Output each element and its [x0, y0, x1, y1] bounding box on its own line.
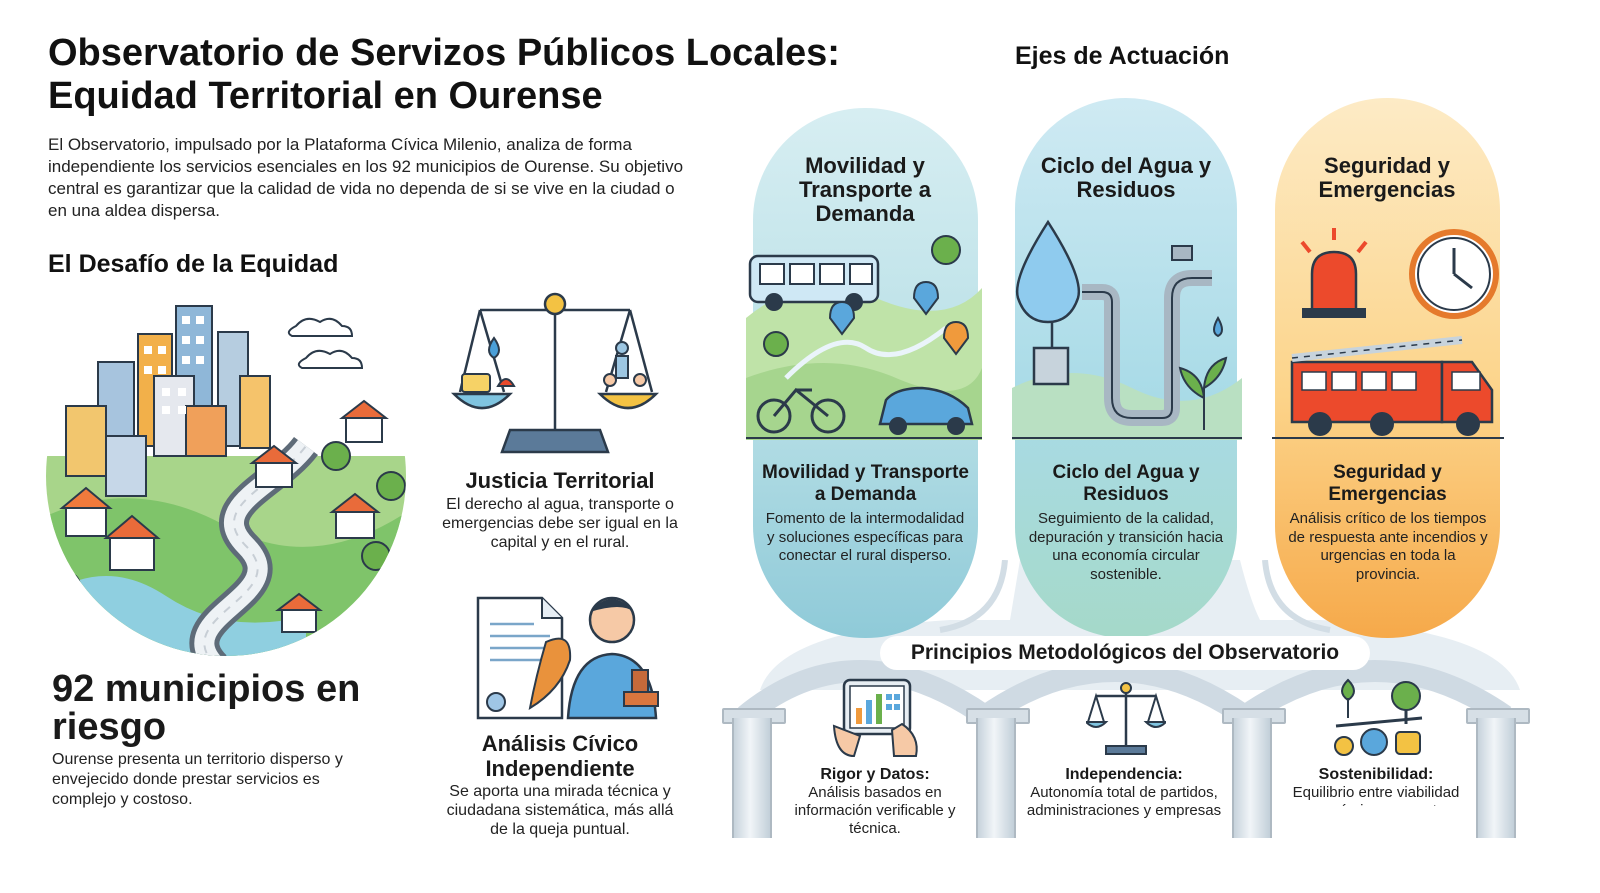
justice-text: El derecho al agua, transporte o emergen… [442, 496, 678, 551]
independence-scale-icon [1086, 682, 1166, 755]
axes-heading: Ejes de Actuación [1015, 42, 1230, 70]
civic-text: Se aporta una mirada técnica y ciudadana… [446, 783, 674, 838]
pillar [1476, 718, 1516, 838]
city-rural-illustration [46, 296, 406, 656]
mobility-icon [746, 235, 982, 440]
title-line-2: Equidad Territorial en Ourense [48, 75, 603, 117]
water-cycle-icon [1012, 219, 1242, 440]
stat-heading: 92 municipios en riesgo [52, 668, 361, 748]
pillar [976, 718, 1016, 838]
sustainability-icon [1334, 678, 1423, 756]
principles-heading: Principios Metodológicos del Observatori… [910, 641, 1340, 664]
security-icon [1272, 228, 1504, 439]
axis-water-text: Seguimiento de la calidad, depuración y … [1028, 510, 1224, 583]
pillar [1232, 718, 1272, 838]
principle-sustainability-title: Sostenibilidad: [1318, 766, 1434, 783]
axis-mobility-text: Fomento de la intermodalidad y solucione… [765, 510, 965, 564]
challenge-heading: El Desafío de la Equidad [48, 250, 339, 278]
axis-water-title: Ciclo del Agua y Residuos [1052, 462, 1200, 505]
axis-security-top-title: Seguridad y Emergencias [1318, 153, 1456, 202]
principles-arches [738, 660, 1512, 720]
title-line-1: Observatorio de Servizos Públicos Locale… [48, 32, 840, 74]
tablet-data-icon [832, 678, 918, 758]
axis-security-title: Seguridad y Emergencias [1328, 462, 1447, 505]
civic-analysis-icon [476, 596, 659, 720]
principle-independence-text: Autonomía total de partidos, administrac… [1026, 784, 1222, 819]
axis-water-top-title: Ciclo del Agua y Residuos [1040, 153, 1212, 202]
page-title: Observatorio de Servizos Públicos Locale… [48, 32, 948, 118]
principle-rigor-title: Rigor y Datos: [820, 766, 930, 783]
principle-independence-title: Independencia: [1065, 766, 1183, 783]
principle-sustainability-text: Equilibrio entre viabilidad económica y … [1292, 784, 1460, 806]
pillar [732, 718, 772, 838]
axis-mobility-title: Movilidad y Transporte a Demanda [762, 462, 969, 505]
axis-mobility-top-title: Movilidad y Transporte a Demanda [798, 153, 932, 226]
intro-paragraph: El Observatorio, impulsado por la Plataf… [48, 135, 684, 220]
axis-security-text: Análisis crítico de los tiempos de respu… [1288, 510, 1488, 583]
principle-rigor-text: Análisis basados en información verifica… [794, 784, 956, 837]
principles-heading-box [880, 636, 1370, 670]
civic-title: Análisis Cívico Independiente [481, 731, 639, 781]
justice-title: Justicia Territorial [465, 468, 655, 493]
scale-icon [450, 292, 660, 454]
stat-description: Ourense presenta un territorio disperso … [52, 751, 343, 808]
